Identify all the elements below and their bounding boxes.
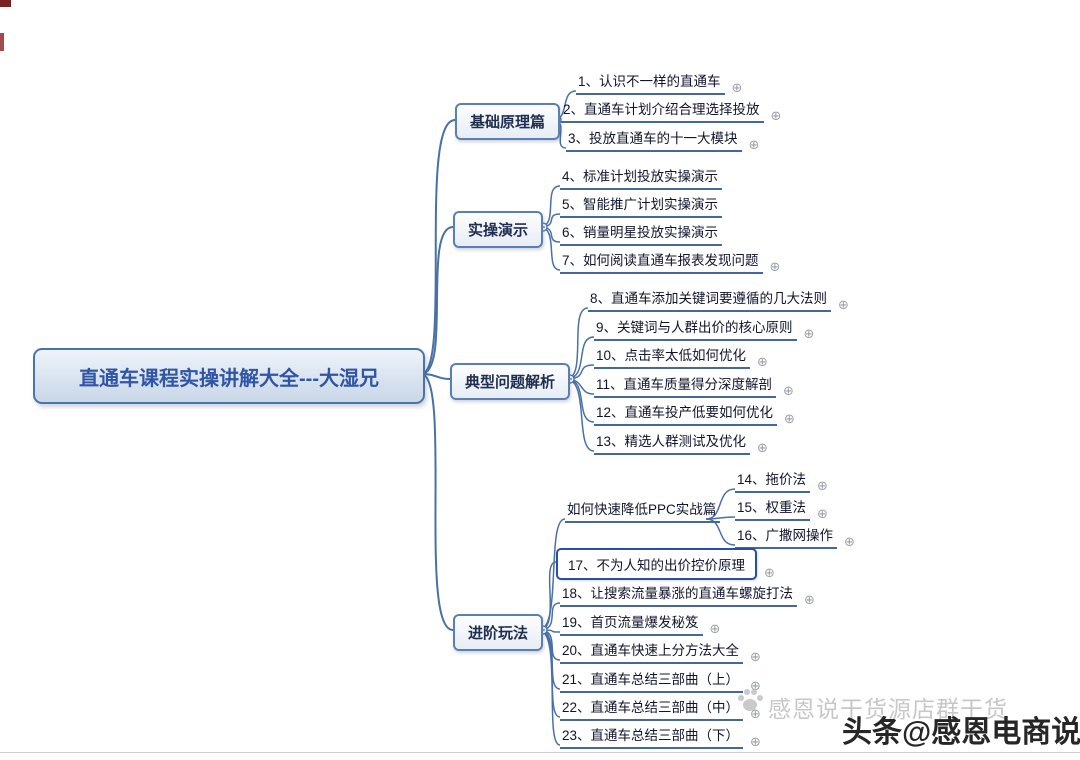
topic-label: 14、拖价法 <box>735 468 811 493</box>
expand-icon[interactable]: ⊕ <box>757 440 768 455</box>
topic-label: 8、直通车添加关键词要遵循的几大法则 <box>588 287 832 312</box>
expand-icon[interactable]: ⊕ <box>784 411 795 426</box>
expand-icon[interactable]: ⊕ <box>769 259 781 274</box>
topic-label: 22、直通车总结三部曲（中） <box>560 696 744 721</box>
watermark-account-handle: 头条@感恩电商说 <box>842 716 1080 749</box>
topic-12[interactable]: 12、直通车投产低要如何优化 ⊕ <box>594 401 795 426</box>
topic-label: 3、投放直通车的十一大模块 <box>566 127 742 152</box>
expand-icon[interactable]: ⊕ <box>783 383 794 398</box>
expand-icon[interactable]: ⊕ <box>764 565 775 580</box>
topic-label: 11、直通车质量得分深度解剖 <box>594 373 777 398</box>
topic-22[interactable]: 22、直通车总结三部曲（中） ⊕ <box>560 696 761 721</box>
topic-label: 20、直通车快速上分方法大全 <box>560 639 744 664</box>
topic-label: 7、如何阅读直通车报表发现问题 <box>560 249 763 274</box>
expand-icon[interactable]: ⊕ <box>750 649 761 664</box>
expand-icon[interactable]: ⊕ <box>709 621 721 636</box>
topic-3[interactable]: 3、投放直通车的十一大模块 ⊕ <box>566 127 759 152</box>
root-topic-label: 直通车课程实操讲解大全---大湿兄 <box>79 367 379 390</box>
branch-advanced[interactable]: 进阶玩法 <box>453 614 544 651</box>
topic-13[interactable]: 13、精选人群测试及优化 ⊕ <box>594 430 768 455</box>
topic-label: 5、智能推广计划实操演示 <box>560 193 723 218</box>
topic-label: 15、权重法 <box>735 496 811 521</box>
expand-icon[interactable]: ⊕ <box>757 354 768 369</box>
topic-label: 12、直通车投产低要如何优化 <box>594 401 778 426</box>
expand-icon[interactable]: ⊕ <box>817 506 828 521</box>
root-topic[interactable]: 直通车课程实操讲解大全---大湿兄 <box>33 348 425 404</box>
edge-artifact <box>0 33 4 51</box>
topic-23[interactable]: 23、直通车总结三部曲（下） ⊕ <box>560 724 761 749</box>
expand-icon[interactable]: ⊕ <box>750 734 761 749</box>
topic-label: 23、直通车总结三部曲（下） <box>560 724 744 749</box>
branch-label: 基础原理篇 <box>470 114 546 131</box>
expand-icon[interactable]: ⊕ <box>803 326 815 341</box>
topic-label: 18、让搜索流量暴涨的直通车螺旋打法 <box>560 582 798 607</box>
topic-label: 6、销量明星投放实操演示 <box>560 221 723 246</box>
branch-demo[interactable]: 实操演示 <box>453 211 544 248</box>
topic-label: 19、首页流量爆发秘笈 <box>560 611 703 636</box>
topic-label: 9、关键词与人群出价的核心原则 <box>594 316 797 341</box>
topic-label: 17、不为人知的出价控价原理 <box>556 548 758 580</box>
expand-icon[interactable]: ⊕ <box>770 108 782 123</box>
branch-label: 实操演示 <box>468 222 529 239</box>
branch-label: 进阶玩法 <box>468 625 529 642</box>
topic-18[interactable]: 18、让搜索流量暴涨的直通车螺旋打法 ⊕ <box>560 582 815 607</box>
expand-icon[interactable]: ⊕ <box>817 478 828 493</box>
topic-ppc[interactable]: 如何快速降低PPC实战篇 <box>565 498 721 523</box>
topic-6[interactable]: 6、销量明星投放实操演示 <box>560 221 723 246</box>
expand-icon[interactable]: ⊕ <box>731 80 743 95</box>
topic-label: 如何快速降低PPC实战篇 <box>565 498 721 523</box>
topic-7[interactable]: 7、如何阅读直通车报表发现问题 ⊕ <box>560 249 780 274</box>
topic-14[interactable]: 14、拖价法 ⊕ <box>735 468 828 493</box>
topic-5[interactable]: 5、智能推广计划实操演示 <box>560 193 723 218</box>
branch-problems[interactable]: 典型问题解析 <box>450 363 571 400</box>
corner-artifact <box>0 0 11 7</box>
topic-8[interactable]: 8、直通车添加关键词要遵循的几大法则 ⊕ <box>588 287 849 312</box>
topic-21[interactable]: 21、直通车总结三部曲（上） ⊕ <box>560 668 761 693</box>
expand-icon[interactable]: ⊕ <box>750 706 761 721</box>
topic-9[interactable]: 9、关键词与人群出价的核心原则 ⊕ <box>594 316 814 341</box>
bottom-divider <box>0 752 1080 753</box>
topic-16[interactable]: 16、广撒网操作 ⊕ <box>735 524 855 549</box>
topic-2[interactable]: 2、直通车计划介绍合理选择投放 ⊕ <box>561 98 781 123</box>
topic-label: 4、标准计划投放实操演示 <box>560 165 723 190</box>
branch-basics[interactable]: 基础原理篇 <box>455 103 561 140</box>
topic-20[interactable]: 20、直通车快速上分方法大全 ⊕ <box>560 639 761 664</box>
watermark-faded-text: 感恩说干货源店群干货 <box>768 696 1008 722</box>
expand-icon[interactable]: ⊕ <box>838 297 849 312</box>
topic-15[interactable]: 15、权重法 ⊕ <box>735 496 828 521</box>
topic-label: 13、精选人群测试及优化 <box>594 430 751 455</box>
topic-10[interactable]: 10、点击率太低如何优化 ⊕ <box>594 344 768 369</box>
expand-icon[interactable]: ⊕ <box>750 678 761 693</box>
topic-17-highlighted[interactable]: 17、不为人知的出价控价原理 ⊕ <box>556 548 775 580</box>
expand-icon[interactable]: ⊕ <box>844 534 855 549</box>
topic-19[interactable]: 19、首页流量爆发秘笈 ⊕ <box>560 611 720 636</box>
branch-label: 典型问题解析 <box>465 374 556 391</box>
topic-label: 1、认识不一样的直通车 <box>576 70 725 95</box>
expand-icon[interactable]: ⊕ <box>748 137 760 152</box>
topic-11[interactable]: 11、直通车质量得分深度解剖 ⊕ <box>594 373 794 398</box>
topic-label: 21、直通车总结三部曲（上） <box>560 668 744 693</box>
topic-label: 16、广撒网操作 <box>735 524 838 549</box>
topic-1[interactable]: 1、认识不一样的直通车 ⊕ <box>576 70 742 95</box>
topic-label: 10、点击率太低如何优化 <box>594 344 751 369</box>
topic-label: 2、直通车计划介绍合理选择投放 <box>561 98 764 123</box>
expand-icon[interactable]: ⊕ <box>804 592 815 607</box>
topic-4[interactable]: 4、标准计划投放实操演示 <box>560 165 723 190</box>
paw-icon <box>738 689 763 711</box>
